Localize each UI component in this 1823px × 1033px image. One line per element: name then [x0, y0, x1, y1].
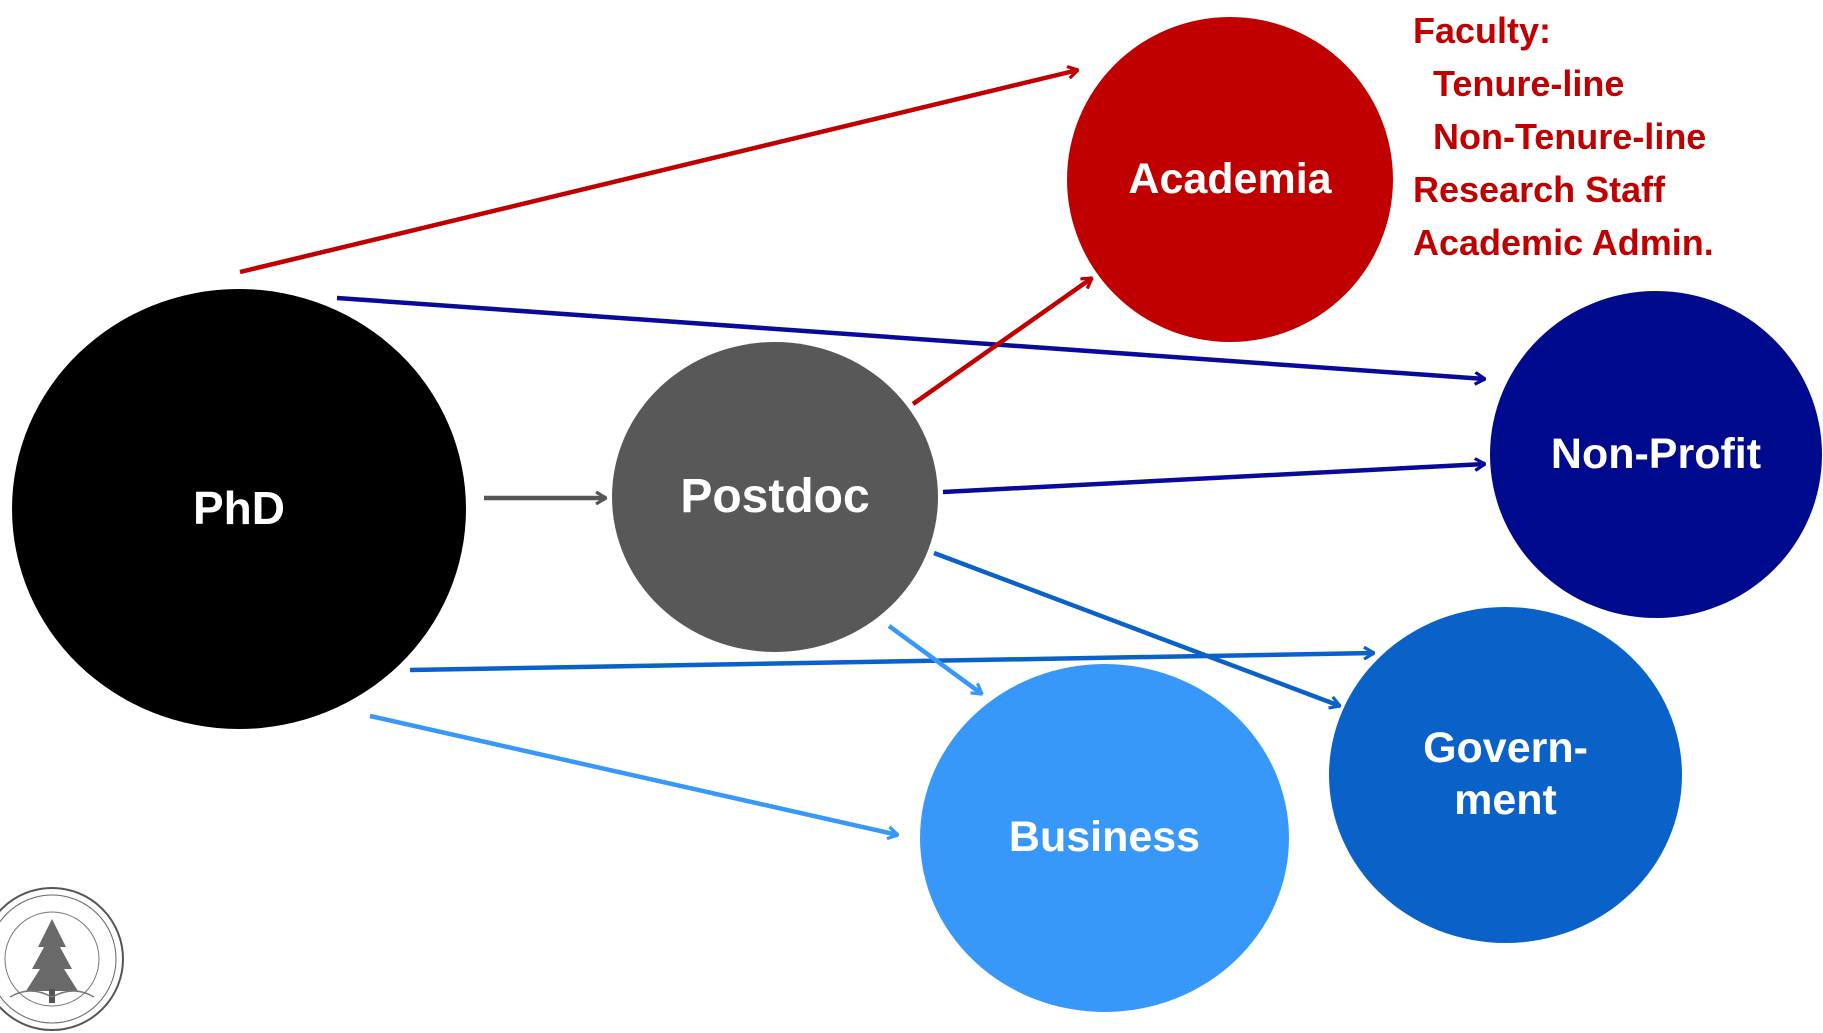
arrow-phd-to-academia: [239, 70, 1078, 275]
government-label: Govern- ment: [1423, 724, 1588, 824]
nonprofit-label: Non-Profit: [1550, 429, 1762, 478]
career-paths-diagram: [239, 0, 1823, 1006]
arrow-postdoc-to-government: [933, 550, 1340, 706]
phd-node: PhD: [12, 289, 466, 729]
postdoc-label: Postdoc: [680, 470, 870, 524]
business-node: Business: [920, 664, 1289, 1012]
business-label: Business: [1008, 813, 1201, 862]
arrow-postdoc-to-business: [887, 624, 982, 694]
arrow-phd-to-government: [409, 653, 1374, 673]
academia-role-item: Faculty:: [1413, 10, 1552, 51]
government-node: Govern- ment: [1329, 607, 1682, 943]
academia-node: Academia: [1067, 17, 1393, 342]
arrow-postdoc-to-academia: [911, 276, 1092, 406]
nonprofit-node: Non-Profit: [1490, 291, 1822, 618]
academia-role-item: Academic Admin.: [1413, 222, 1714, 263]
academia-role-item: Research Staff: [1413, 169, 1666, 210]
academia-role-item: Non-Tenure-line: [1413, 116, 1707, 157]
arrow-phd-to-nonprofit: [336, 295, 1485, 379]
academia-label: Academia: [1128, 154, 1332, 203]
arrow-phd-to-business: [369, 713, 898, 835]
arrow-postdoc-to-nonprofit: [942, 464, 1485, 495]
academia-roles-list: Faculty: Tenure-line Non-Tenure-line Res…: [1413, 4, 1714, 269]
stanford-seal-icon: [0, 887, 124, 1031]
academia-role-item: Tenure-line: [1413, 63, 1625, 104]
phd-label: PhD: [193, 482, 285, 535]
postdoc-node: Postdoc: [612, 342, 938, 652]
